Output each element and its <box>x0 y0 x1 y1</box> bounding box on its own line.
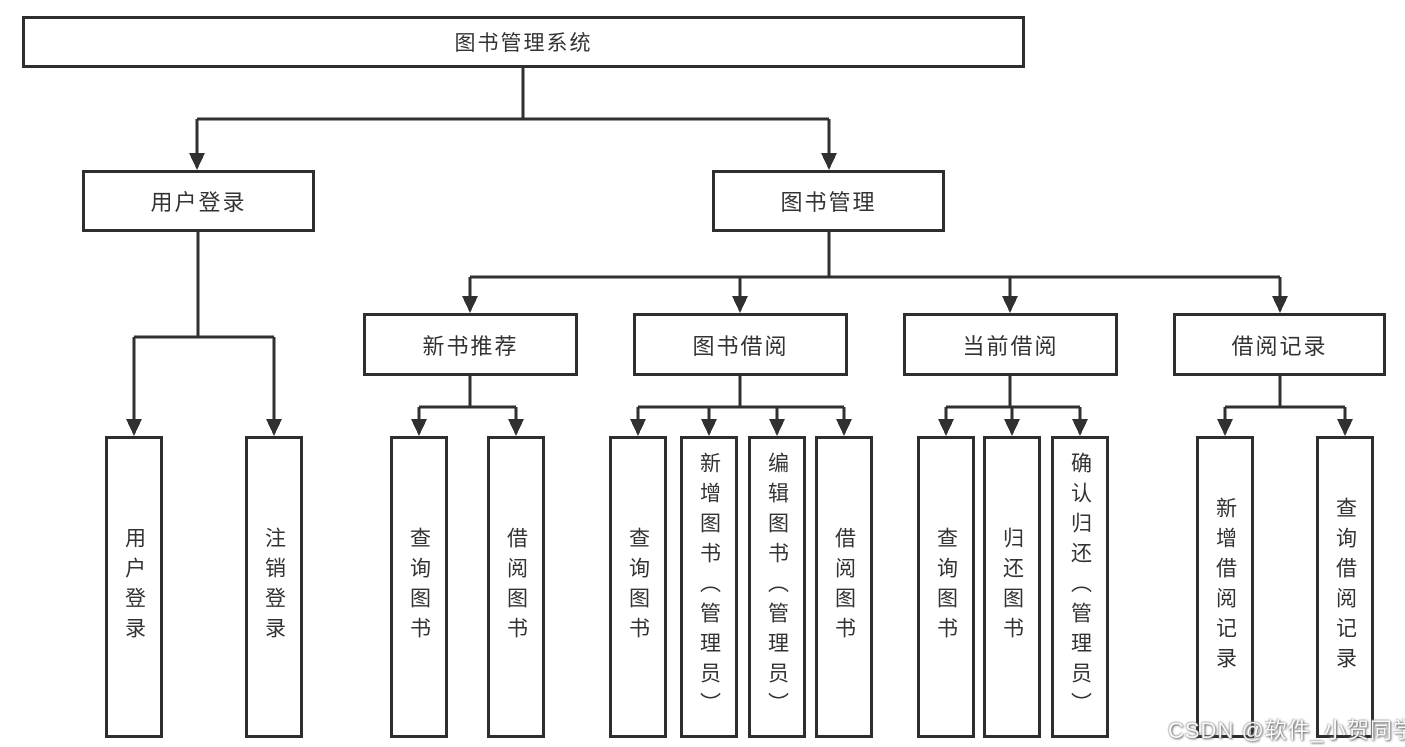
arrowhead <box>411 419 427 436</box>
node-label: 图书管理 <box>780 190 877 215</box>
node-borrow-books-action: 借阅图书 <box>815 436 873 738</box>
node-label: 图书借阅 <box>692 333 789 359</box>
node-label: 确认归还（管理员） <box>1068 452 1092 722</box>
arrowhead <box>1004 419 1020 436</box>
node-label: 用户登录 <box>150 190 247 215</box>
node-label: 用户登录 <box>122 527 146 647</box>
node-add-books-admin: 新增图书（管理员） <box>680 436 738 738</box>
arrowhead <box>1337 419 1353 436</box>
node-label: 注销登录 <box>262 527 286 647</box>
node-user-login-action: 用户登录 <box>105 436 163 738</box>
arrowhead <box>508 419 524 436</box>
connector-book-management-branch <box>462 232 1288 313</box>
node-query-books-recommend: 查询图书 <box>390 436 448 738</box>
node-library-management-system: 图书管理系统 <box>22 16 1025 68</box>
node-confirm-return-admin: 确认归还（管理员） <box>1051 436 1109 738</box>
arrowhead <box>836 419 852 436</box>
node-label: 新增图书（管理员） <box>697 452 721 722</box>
arrowhead <box>189 153 205 170</box>
node-add-borrow-record: 新增借阅记录 <box>1196 436 1254 738</box>
arrowhead <box>1002 296 1018 313</box>
node-label: 借阅图书 <box>504 527 528 647</box>
node-query-books-current: 查询图书 <box>917 436 975 738</box>
node-label: 编辑图书（管理员） <box>765 452 789 722</box>
arrowhead <box>126 419 142 436</box>
node-label: 查询图书 <box>934 527 958 647</box>
csdn-watermark: CSDN @软件_小贺同学 <box>1168 718 1405 743</box>
node-label: 当前借阅 <box>962 333 1059 359</box>
node-book-management-module: 图书管理 <box>712 170 945 232</box>
node-borrow-books-recommend: 借阅图书 <box>487 436 545 738</box>
connector-book-borrow-branch <box>630 376 852 436</box>
node-label: 图书管理系统 <box>454 32 593 55</box>
arrowhead <box>938 419 954 436</box>
node-logout-action: 注销登录 <box>245 436 303 738</box>
node-label: 借阅图书 <box>832 527 856 647</box>
arrowhead <box>266 419 282 436</box>
node-query-borrow-record: 查询借阅记录 <box>1316 436 1374 738</box>
arrowhead <box>701 419 717 436</box>
connector-current-borrow-branch <box>938 376 1088 436</box>
node-label: 查询借阅记录 <box>1333 497 1357 677</box>
node-edit-books-admin: 编辑图书（管理员） <box>748 436 806 738</box>
node-label: 查询图书 <box>407 527 431 647</box>
arrowhead <box>1217 419 1233 436</box>
connector-new-book-branch <box>411 376 524 436</box>
node-label: 新增借阅记录 <box>1213 497 1237 677</box>
node-current-borrowing: 当前借阅 <box>903 313 1118 376</box>
node-book-borrowing: 图书借阅 <box>633 313 848 376</box>
node-new-book-recommend: 新书推荐 <box>363 313 578 376</box>
node-user-login-module: 用户登录 <box>82 170 315 232</box>
connector-borrow-record-branch <box>1217 376 1353 436</box>
arrowhead <box>732 296 748 313</box>
node-label: 归还图书 <box>1000 527 1024 647</box>
arrowhead <box>821 153 837 170</box>
connector-user-login-branch <box>126 232 282 436</box>
node-borrowing-records: 借阅记录 <box>1173 313 1386 376</box>
connector-root-to-level2 <box>189 67 837 170</box>
node-return-books: 归还图书 <box>983 436 1041 738</box>
arrowhead <box>630 419 646 436</box>
arrowhead <box>769 419 785 436</box>
node-label: 借阅记录 <box>1231 333 1328 359</box>
node-label: 查询图书 <box>626 527 650 647</box>
node-query-books-borrow: 查询图书 <box>609 436 667 738</box>
node-label: 新书推荐 <box>422 333 519 359</box>
arrowhead <box>462 296 478 313</box>
arrowhead <box>1072 419 1088 436</box>
arrowhead <box>1272 296 1288 313</box>
